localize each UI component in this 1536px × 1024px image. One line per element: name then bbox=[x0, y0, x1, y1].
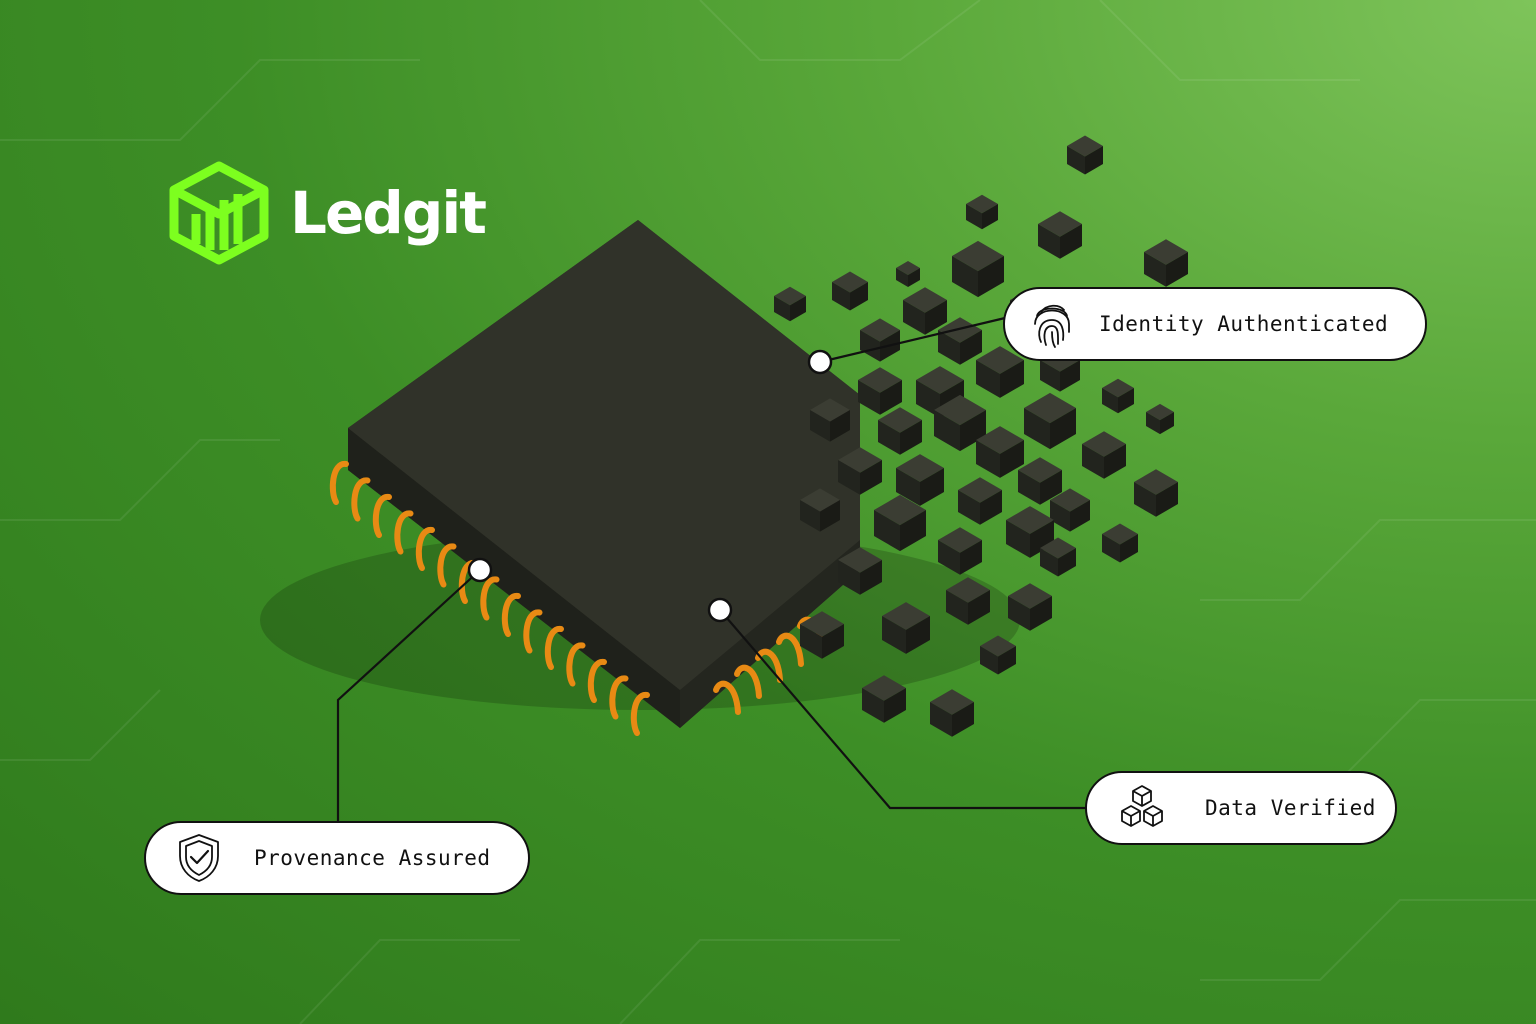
data-cube bbox=[976, 346, 1024, 398]
data-cube bbox=[930, 689, 974, 737]
data-cube bbox=[1146, 403, 1174, 435]
chip-pins-left bbox=[329, 461, 650, 736]
chip-pin bbox=[372, 494, 392, 538]
data-cube bbox=[1018, 457, 1062, 505]
chip-body bbox=[348, 220, 860, 728]
chip-pin bbox=[609, 675, 629, 720]
data-cube bbox=[980, 635, 1016, 675]
chip-pin bbox=[480, 576, 500, 621]
data-cubes bbox=[774, 135, 1188, 737]
data-cube bbox=[1038, 211, 1082, 259]
data-cube bbox=[882, 602, 930, 654]
shield-check-icon bbox=[176, 832, 222, 884]
data-cube bbox=[1144, 239, 1188, 287]
data-cube bbox=[938, 527, 982, 575]
data-cube bbox=[903, 287, 947, 335]
data-cube bbox=[874, 494, 926, 552]
fingerprint-icon bbox=[1031, 298, 1073, 350]
identity-anchor-dot bbox=[807, 349, 833, 375]
data-cube bbox=[1134, 469, 1178, 517]
data-cube bbox=[1006, 506, 1054, 558]
chip-pin bbox=[351, 477, 371, 522]
data-cube bbox=[1040, 537, 1076, 577]
data-cube bbox=[1102, 378, 1134, 414]
chip-pin bbox=[329, 461, 349, 505]
chip-pin bbox=[734, 664, 762, 699]
brand-name: Ledgit bbox=[290, 179, 487, 247]
chip-pin bbox=[415, 527, 435, 571]
chip-pin bbox=[437, 543, 457, 588]
data-cube bbox=[946, 577, 990, 625]
data-cube bbox=[966, 194, 998, 230]
chip-pin bbox=[523, 609, 543, 654]
identity-authenticated-callout: Identity Authenticated bbox=[1003, 287, 1427, 361]
data-verified-callout: Data Verified bbox=[1085, 771, 1397, 845]
data-cube bbox=[1008, 583, 1052, 631]
data-cube bbox=[838, 447, 882, 495]
identity-authenticated-label: Identity Authenticated bbox=[1099, 312, 1389, 336]
connector-dots bbox=[467, 349, 833, 623]
data-cube bbox=[934, 394, 986, 452]
stacked-blocks-icon bbox=[1115, 782, 1169, 834]
data-cube bbox=[952, 240, 1004, 298]
provenance-anchor-dot bbox=[467, 557, 493, 583]
data-cube bbox=[938, 317, 982, 365]
chip-pin bbox=[630, 692, 650, 736]
data-verified-label: Data Verified bbox=[1205, 796, 1376, 820]
connector-lines bbox=[336, 316, 1086, 822]
data-cube bbox=[896, 454, 944, 506]
data-cube bbox=[862, 675, 906, 723]
data-cube bbox=[1050, 488, 1090, 532]
chip-pin bbox=[566, 642, 586, 687]
chip-pin bbox=[713, 680, 741, 715]
data-cube bbox=[976, 426, 1024, 478]
data-cube bbox=[1067, 135, 1103, 175]
data-cube bbox=[1102, 523, 1138, 563]
data-cube bbox=[878, 407, 922, 455]
provenance-assured-label: Provenance Assured bbox=[254, 846, 491, 870]
data-cube bbox=[800, 488, 840, 532]
data-cube bbox=[800, 611, 844, 659]
provenance-connector bbox=[336, 569, 481, 822]
data-cube bbox=[810, 398, 850, 442]
chip-pin bbox=[544, 626, 564, 670]
data-cube bbox=[958, 477, 1002, 525]
data-cube bbox=[860, 318, 900, 362]
chip-pin bbox=[394, 510, 414, 555]
provenance-assured-callout: Provenance Assured bbox=[144, 821, 530, 895]
data-anchor-dot bbox=[707, 597, 733, 623]
data-cube bbox=[1082, 431, 1126, 479]
data-connector bbox=[719, 609, 1086, 810]
chip-pin bbox=[776, 632, 804, 667]
chip-pin bbox=[587, 659, 607, 703]
data-cube bbox=[774, 286, 806, 322]
identity-connector bbox=[819, 316, 1006, 364]
data-cube bbox=[838, 547, 882, 595]
data-cube bbox=[1024, 392, 1076, 450]
data-cube bbox=[858, 367, 902, 415]
brand-logo: Ledgit bbox=[166, 160, 487, 266]
cube-stripes-logo-icon bbox=[169, 161, 269, 265]
chip-pin bbox=[501, 593, 521, 637]
data-cube bbox=[832, 271, 868, 311]
data-cube bbox=[896, 261, 920, 287]
